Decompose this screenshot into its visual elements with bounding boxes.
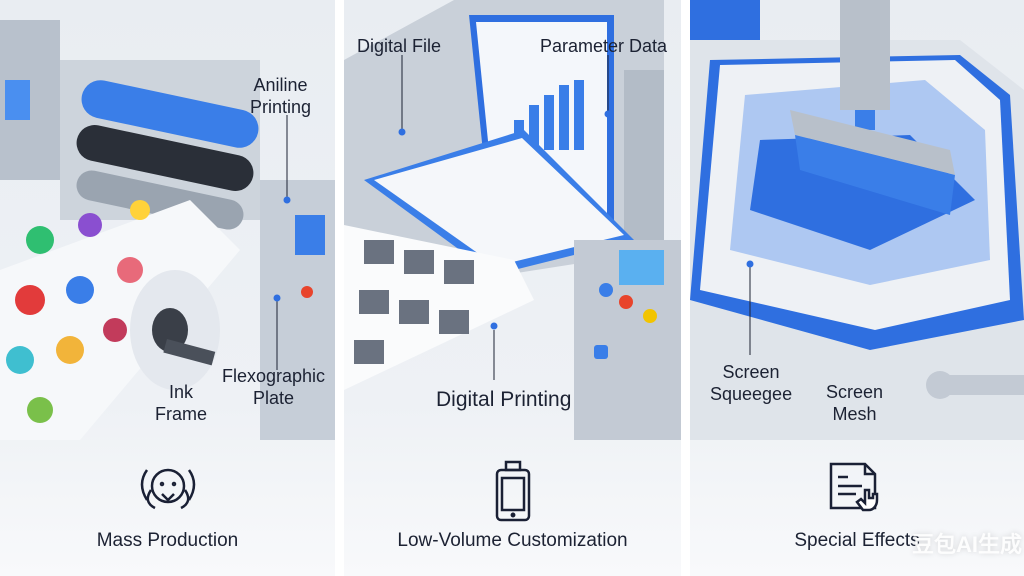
panel-title: Low-Volume Customization [397,530,628,551]
panel-title: Special Effects [794,530,920,551]
label-line: Screen [722,362,780,382]
label-line: Printing [250,97,312,117]
label-line: Squeegee [710,384,793,404]
flexographic-press-illustration [0,20,335,440]
panel-title: Mass Production [96,530,239,551]
label-line: Mesh [832,404,877,424]
face-badge-icon [140,468,195,510]
label-line: Aniline [253,75,308,95]
label-line: Screen [826,382,884,402]
label-line: Ink [169,382,194,402]
screen-printing-illustration [690,0,1024,440]
label-digital-file: Digital File [357,36,442,56]
digital-printer-illustration [344,0,681,440]
label-line: Flexographic [222,366,326,386]
document-hand-icon [829,462,879,512]
smartphone-icon [495,460,530,522]
label-line: Frame [155,404,208,424]
label-digital-printing: Digital Printing [436,388,572,411]
panel-low-volume-customization: Digital File Parameter Data Digital Prin… [344,0,681,576]
label-parameter-data: Parameter Data [540,36,668,56]
watermark: 豆包AI生成 [912,532,1023,557]
label-line: Plate [253,388,295,408]
